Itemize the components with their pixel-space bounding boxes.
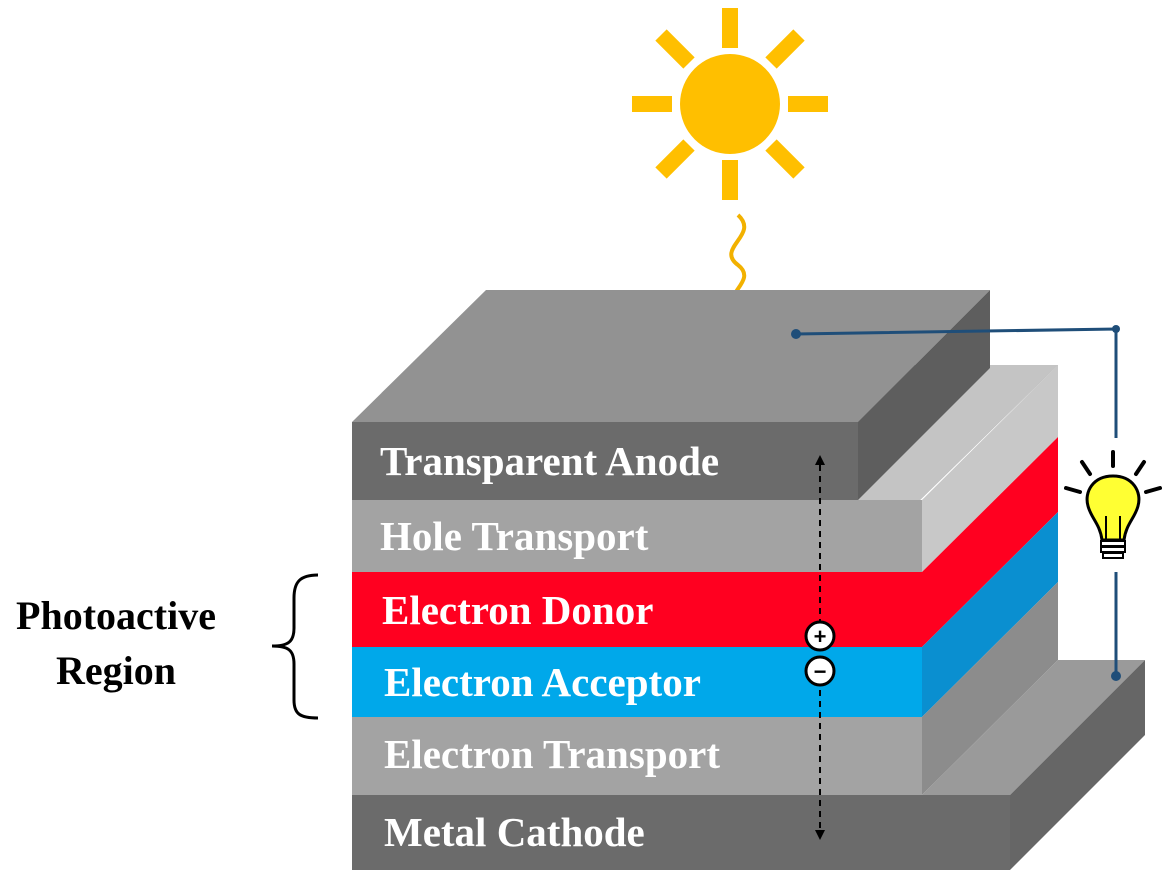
electron-transport-side-face: [922, 582, 1058, 795]
label-transparent-anode: Transparent Anode: [380, 438, 719, 484]
light-bulb-icon: [1064, 450, 1162, 559]
anode-top-face: [352, 290, 990, 422]
brace-icon: [271, 573, 319, 720]
anode-contact-dot: [791, 329, 801, 339]
cathode-side-face: [1010, 660, 1145, 870]
cathode-contact-dot: [1111, 671, 1121, 681]
circuit-corner-dot: [1112, 325, 1120, 333]
electron-transport-layer: [352, 717, 922, 795]
hole-charge-icon: [804, 620, 836, 652]
hole-transport-side-face: [922, 365, 1058, 572]
cathode-top-face: [922, 660, 1145, 795]
label-hole-transport: Hole Transport: [380, 513, 649, 559]
donor-side-face: [922, 437, 1058, 647]
hole-transport-layer: [352, 500, 922, 572]
photoactive-label-line2: Region: [56, 648, 176, 693]
label-electron-donor: Electron Donor: [382, 587, 653, 633]
hole-charge-symbol: +: [814, 624, 827, 649]
electron-charge-symbol: −: [814, 659, 827, 684]
label-electron-acceptor: Electron Acceptor: [384, 659, 701, 705]
transparent-anode-layer: [352, 422, 858, 500]
photoactive-label-line1: Photoactive: [16, 593, 216, 638]
label-metal-cathode: Metal Cathode: [384, 809, 645, 855]
electron-charge-icon: [804, 655, 836, 687]
label-electron-transport: Electron Transport: [384, 731, 720, 777]
sun-icon: [632, 8, 828, 200]
metal-cathode-layer: [352, 795, 1010, 870]
acceptor-side-face: [922, 512, 1058, 717]
anode-side-face: [858, 290, 990, 500]
